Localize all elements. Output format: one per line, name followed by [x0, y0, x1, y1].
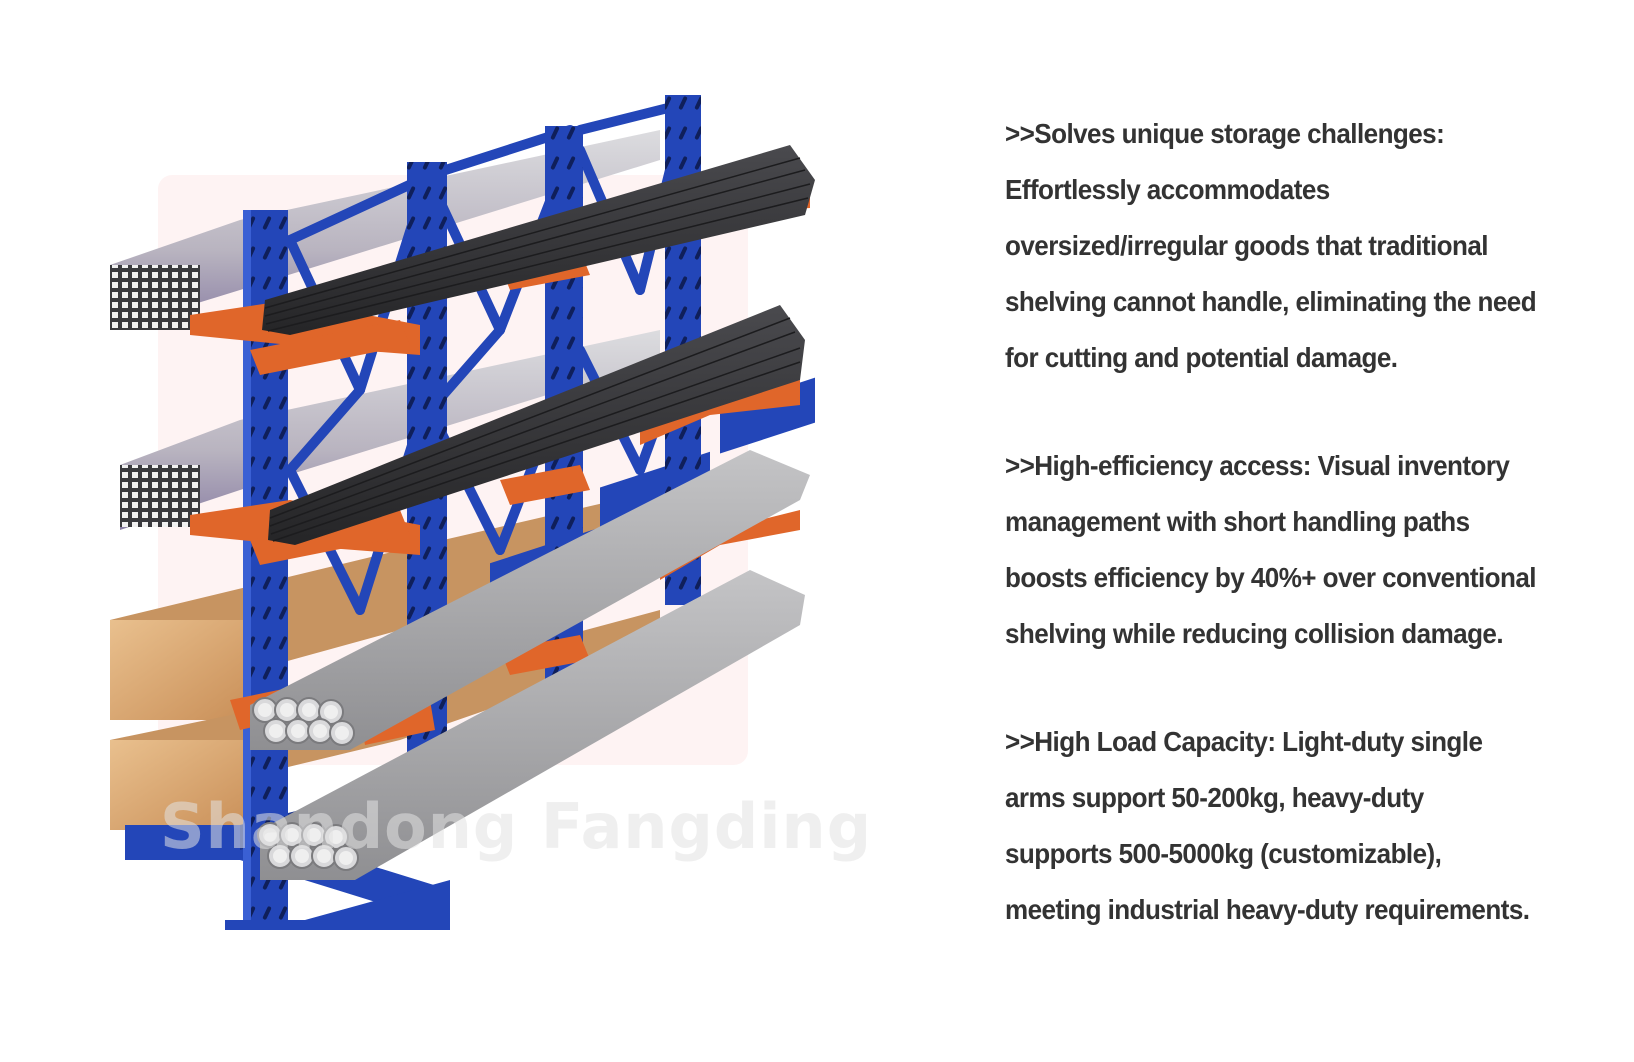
feature-high-load-capacity: >>High Load Capacity: Light-duty single …: [1005, 714, 1630, 938]
feature-line: >>Solves unique storage challenges:: [1005, 118, 1445, 149]
feature-line: arms support 50-200kg, heavy-duty: [1005, 782, 1424, 813]
cantilever-rack-illustration: [100, 90, 830, 950]
feature-line: shelving while reducing collision damage…: [1005, 618, 1504, 649]
feature-storage-challenges: >>Solves unique storage challenges: Effo…: [1005, 106, 1630, 386]
feature-line: Effortlessly accommodates: [1005, 174, 1330, 205]
feature-line: boosts efficiency by 40%+ over conventio…: [1005, 562, 1537, 593]
feature-line: oversized/irregular goods that tradition…: [1005, 230, 1489, 261]
feature-line: supports 500-5000kg (customizable),: [1005, 838, 1442, 869]
feature-line: meeting industrial heavy-duty requiremen…: [1005, 894, 1530, 925]
feature-line: management with short handling paths: [1005, 506, 1470, 537]
feature-list: >>Solves unique storage challenges: Effo…: [1005, 106, 1630, 990]
feature-line: shelving cannot handle, eliminating the …: [1005, 286, 1537, 317]
feature-line: for cutting and potential damage.: [1005, 342, 1398, 373]
feature-high-efficiency-access: >>High-efficiency access: Visual invento…: [1005, 438, 1630, 662]
feature-line: >>High-efficiency access: Visual invento…: [1005, 450, 1510, 481]
feature-line: >>High Load Capacity: Light-duty single: [1005, 726, 1483, 757]
